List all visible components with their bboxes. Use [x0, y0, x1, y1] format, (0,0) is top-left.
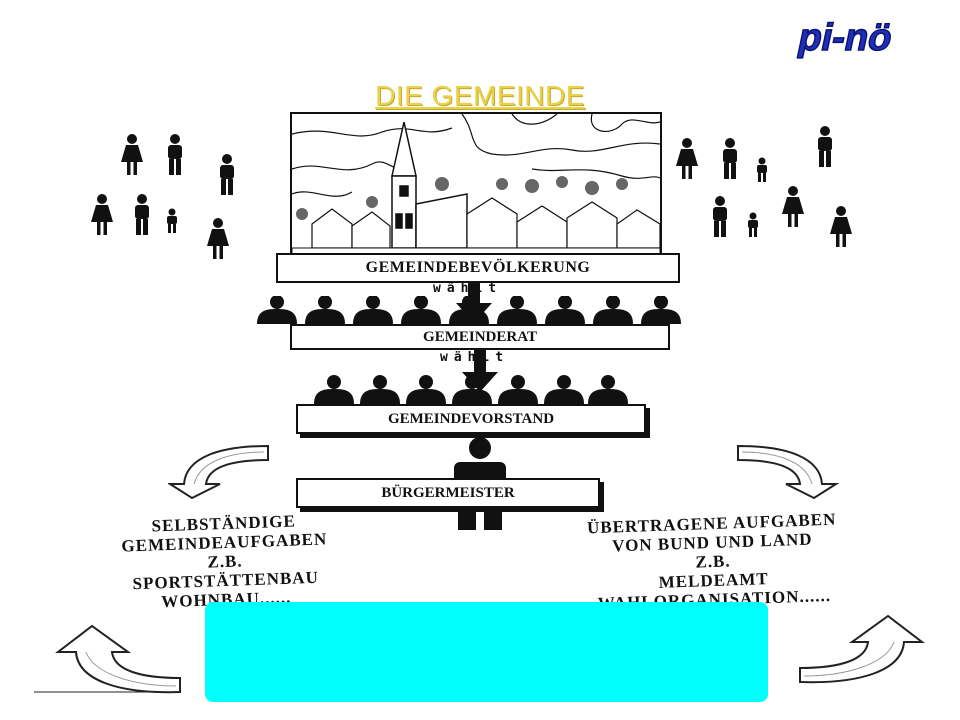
- level-council: GEMEINDERAT: [290, 324, 670, 350]
- woman-icon: [207, 218, 229, 259]
- delegated-tasks: ÜBERTRAGENE AUFGABEN VON BUND UND LAND Z…: [546, 508, 879, 614]
- board-member-icon: [544, 375, 584, 404]
- board-member-icon: [498, 375, 538, 404]
- child-icon: [167, 208, 177, 233]
- council-member-icon: [305, 296, 345, 324]
- woman-icon: [121, 134, 143, 175]
- elects-label: wählt: [433, 281, 503, 296]
- logo: pi-nö: [790, 14, 940, 60]
- population-left: [91, 134, 234, 259]
- woman-icon: [676, 138, 698, 179]
- curved-arrow-up-left-icon: [34, 624, 181, 694]
- woman-icon: [830, 206, 852, 247]
- board-member-icon: [406, 375, 446, 404]
- logo-text: pi-nö: [794, 16, 896, 59]
- man-icon: [135, 194, 149, 235]
- woman-icon: [91, 194, 113, 235]
- council-member-icon: [353, 296, 393, 324]
- executive-board-members: [314, 375, 628, 404]
- man-icon: [818, 126, 832, 167]
- woman-icon: [782, 186, 804, 227]
- independent-tasks: SELBSTÄNDIGE GEMEINDEAUFGABEN Z.B. SPORT…: [88, 509, 361, 613]
- board-member-icon: [314, 375, 354, 404]
- man-icon: [220, 154, 234, 195]
- council-members: [257, 296, 681, 324]
- council-member-icon: [449, 296, 489, 324]
- council-member-icon: [497, 296, 537, 324]
- curved-arrow-right-icon: [737, 444, 840, 500]
- council-member-icon: [257, 296, 297, 324]
- council-member-icon: [545, 296, 585, 324]
- council-member-icon: [641, 296, 681, 324]
- child-icon: [748, 212, 758, 237]
- population-right: [676, 126, 852, 247]
- child-icon: [757, 157, 767, 182]
- board-member-icon: [360, 375, 400, 404]
- man-icon: [713, 196, 727, 237]
- village-illustration: [290, 112, 662, 262]
- board-member-icon: [588, 375, 628, 404]
- man-icon: [723, 138, 737, 179]
- curved-arrow-up-right-icon: [799, 614, 925, 684]
- council-member-icon: [401, 296, 441, 324]
- level-mayor: BÜRGERMEISTER: [296, 478, 600, 508]
- curved-arrow-left-icon: [168, 444, 269, 500]
- level-executive-board: GEMEINDEVORSTAND: [296, 404, 646, 434]
- council-member-icon: [593, 296, 633, 324]
- man-icon: [168, 134, 182, 175]
- page-title: DIE GEMEINDE: [375, 80, 585, 111]
- church-icon: [391, 121, 468, 249]
- level-population: GEMEINDEBEVÖLKERUNG: [276, 253, 680, 283]
- board-member-icon: [452, 375, 492, 404]
- highlight-box: [205, 602, 768, 702]
- elects-label: wählt: [440, 350, 509, 365]
